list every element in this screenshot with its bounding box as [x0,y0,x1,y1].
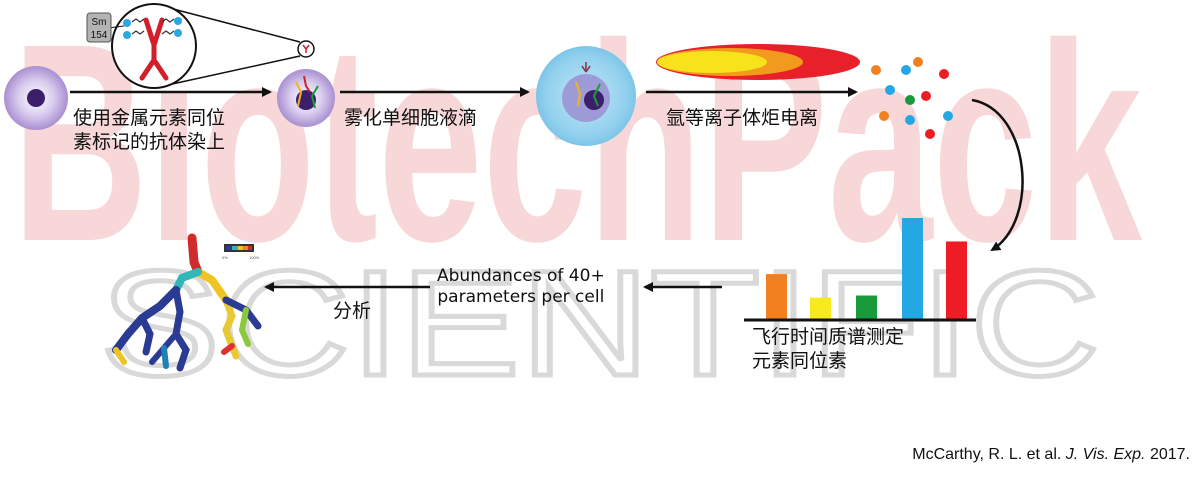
metal-isotope-icon [123,17,182,39]
isotope-tag-element: Sm [92,17,107,28]
label-tof: 飞行时间质谱测定 元素同位素 [752,326,905,372]
antibody-icon [139,17,169,81]
unlabeled-cell [4,66,68,130]
citation-year: 2017. [1149,446,1190,463]
polymer-chain-icon [131,18,175,35]
label-analysis: 分析 [333,300,372,322]
tof-bar-chart [766,218,967,320]
bar-2 [810,297,831,320]
labeled-cell [277,40,335,127]
isotope-tag-mass: 154 [91,30,108,41]
citation: McCarthy, R. L. et al. J. Vis. Exp. 2017… [912,446,1190,464]
label-labeling: 使用金属元素同位 素标记的抗体染上 [73,107,226,153]
spade-tree-plot [112,233,262,372]
citation-journal: J. Vis. Exp. [1065,446,1146,463]
bar-3 [856,295,877,320]
label-abundance: Abundances of 40+ parameters per cell [437,266,605,308]
plasma-torch-icon [656,44,860,80]
citation-authors: McCarthy, R. L. et al. [912,446,1062,463]
spade-legend-min: 0% [222,255,228,260]
spade-color-legend: 0% 100% [222,244,260,260]
bar-1 [766,274,787,320]
spade-legend-max: 100% [249,255,260,260]
label-ionize: 氩等离子体炬电离 [666,107,819,129]
arrow-to-tof [971,98,1024,252]
antibody-callout: Sm 154 [86,3,301,89]
ion-cloud [871,57,953,139]
cell-droplet [536,46,636,146]
bar-5 [946,241,967,320]
label-nebulize: 雾化单细胞液滴 [344,107,478,129]
bar-4 [902,218,923,320]
isotope-tag-box [86,12,112,43]
